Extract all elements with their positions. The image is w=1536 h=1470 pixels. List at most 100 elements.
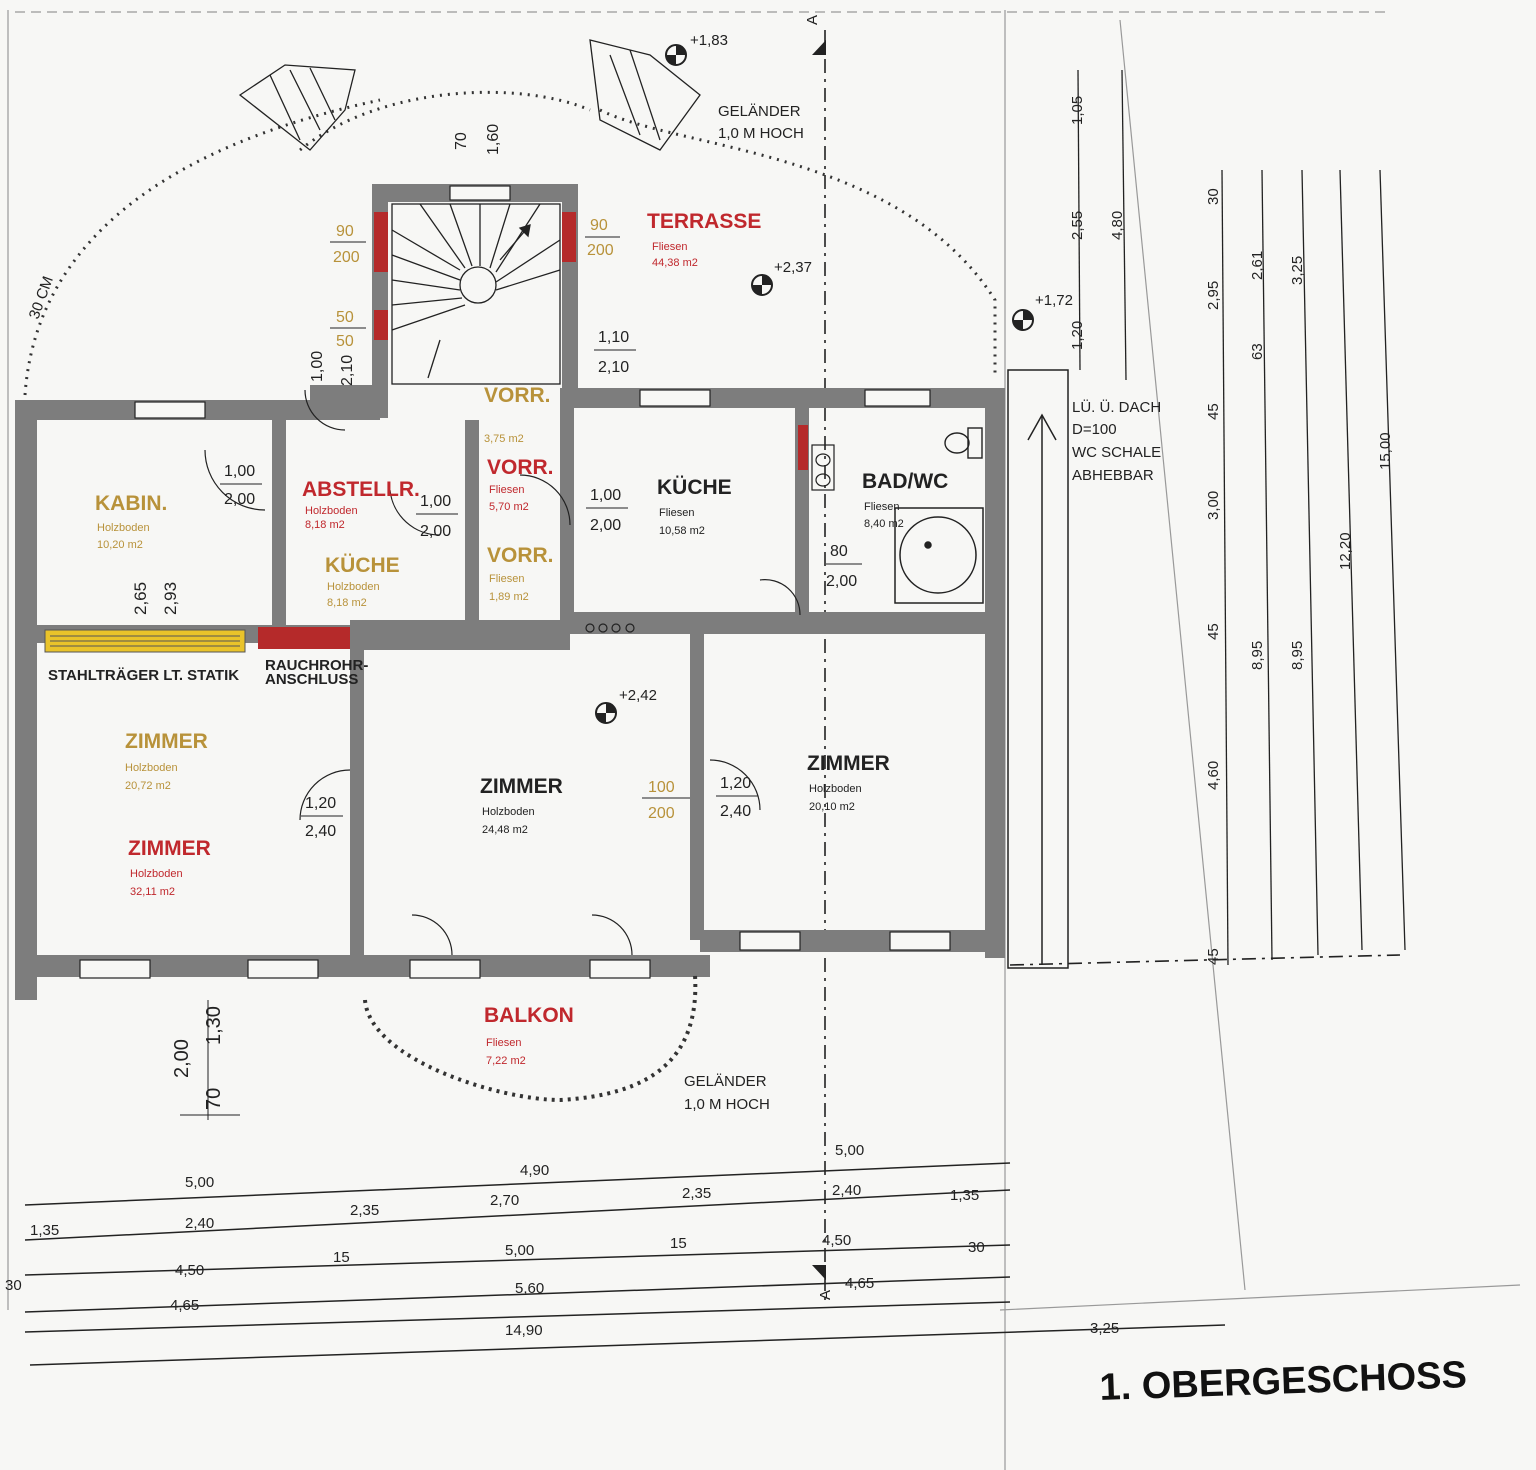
room-floor: Holzboden [482,806,535,818]
section-arrow-bottom [812,1265,826,1280]
opening-width: 90 [590,217,608,234]
dimension-label: 15 [670,1235,687,1252]
room-floor: Holzboden [125,762,178,774]
dimension-label: 3,25 [1090,1320,1119,1337]
level-183: +1,83 [665,32,728,66]
level-172: +1,72 [1012,292,1073,331]
vertical-dimension-label: 4,60 [1205,761,1222,790]
vertical-dimension-label: 45 [1205,948,1222,965]
opening-width: 1,20 [305,795,336,812]
dimension-label: 4,50 [822,1232,851,1249]
note-lue-4: ABHEBBAR [1072,467,1154,484]
room-zimmer-right: ZIMMER Holzboden 20,10 m2 [807,752,890,813]
opening-height: 200 [587,242,614,259]
room-name: KÜCHE [325,554,400,577]
bathtub [894,507,984,604]
vertical-dimension-label: 3,00 [1205,491,1222,520]
room-name: VORR. [487,544,554,567]
dimension-chains [24,1162,1226,1366]
level-label: +1,72 [1035,292,1073,309]
section-axis-lines [824,30,1401,1300]
vertical-dimension-label: 45 [1205,403,1222,420]
room-area: 32,11 m2 [130,886,175,898]
vertical-dimension-lines [1077,69,1406,966]
level-242: +2,42 [595,687,657,724]
dimension-label: 2,40 [832,1182,861,1199]
dimension-label: 30 [5,1277,22,1294]
opening-height: 2,40 [720,803,751,820]
level-237: +2,37 [751,259,812,296]
dimension-label: 5,00 [185,1174,214,1191]
vertical-dimension-label: 4,80 [1109,211,1126,240]
opening-height: 2,00 [420,523,451,540]
room-name: BAD/WC [862,470,948,493]
section-marker-a-bottom: A [817,1290,834,1300]
dimension-label: 4,50 [175,1262,204,1279]
room-floor: Fliesen [489,573,524,585]
room-area: 3,75 m2 [484,433,524,445]
room-floor: Holzboden [305,505,358,517]
level-label: +1,83 [690,32,728,49]
vertical-dimension-label: 12,20 [1337,532,1354,570]
vertical-dimension-label: 1,20 [1069,321,1086,350]
room-floor: Holzboden [97,522,150,534]
room-vorr-low: VORR. Fliesen 1,89 m2 [487,544,554,603]
room-kueche: KÜCHE Fliesen 10,58 m2 [657,476,732,537]
room-area: 10,20 m2 [97,539,143,551]
room-kabin: KABIN. Holzboden 10,20 m2 [95,492,167,551]
opening-height: 200 [648,805,675,822]
chimney-blocks [258,212,808,649]
section-marker-a-top: A [804,15,821,25]
room-name: ZIMMER [128,837,211,860]
vertical-dimension-label: 15,00 [1377,432,1394,470]
room-name: ZIMMER [125,730,208,753]
opening-width: 70 [453,132,470,150]
vertical-dimension-label: 8,95 [1289,641,1306,670]
room-zimmer-left: ZIMMER Holzboden 32,11 m2 [128,837,211,898]
room-area: 20,10 m2 [809,801,855,813]
room-floor: Fliesen [486,1037,521,1049]
dimension-label: 14,90 [505,1322,543,1339]
opening-width: 100 [648,779,675,796]
steel-beam-hatch [50,635,240,647]
opening-height: 2,00 [826,573,857,590]
vertical-dimension-label: 1,05 [1069,96,1086,125]
room-balkon: BALKON Fliesen 7,22 m2 [484,1004,574,1067]
balcony-railing [363,974,698,1103]
note-gelaender-top-2: 1,0 M HOCH [718,125,804,142]
vertical-dimension-label: 30 [1205,188,1222,205]
vertical-dimension-label: 8,95 [1249,641,1266,670]
dimension-label: 2,40 [185,1215,214,1232]
room-vorr-top: VORR. 3,75 m2 [484,384,551,445]
dimension-label: 4,65 [170,1297,199,1314]
opening-width: 80 [830,543,848,560]
level-label: +2,37 [774,259,812,276]
wall-openings [79,185,951,979]
opening-width: 50 [336,309,354,326]
room-name: VORR. [484,384,551,407]
room-area: 8,40 m2 [864,518,904,530]
room-name: ZIMMER [807,752,890,775]
section-arrow-top [812,40,826,55]
room-floor: Fliesen [659,507,694,519]
dim-130: 1,30 [203,1006,225,1045]
room-name: ZIMMER [480,775,563,798]
dimension-label: 30 [968,1239,985,1256]
stove [585,623,635,633]
toilet [944,427,983,459]
vertical-dimension-label: 2,61 [1249,251,1266,280]
room-floor: Fliesen [652,241,687,253]
room-name: ABSTELLR. [302,478,420,501]
note-rauchrohr-1: RAUCHROHR- [265,657,368,674]
dimension-label: 1,35 [950,1187,979,1204]
vertical-dimension-label: 63 [1249,343,1266,360]
vertical-dimension-label: 2,95 [1205,281,1222,310]
room-area: 5,70 m2 [489,501,529,513]
room-abstellr: ABSTELLR. Holzboden 8,18 m2 [302,478,420,531]
room-floor: Holzboden [130,868,183,880]
room-zimmer-upper-left: ZIMMER Holzboden 20,72 m2 [125,730,208,792]
note-rauchrohr-2: ANSCHLUSS [265,671,358,688]
notes: GELÄNDER 1,0 M HOCH GELÄNDER 1,0 M HOCH … [26,15,1161,1300]
